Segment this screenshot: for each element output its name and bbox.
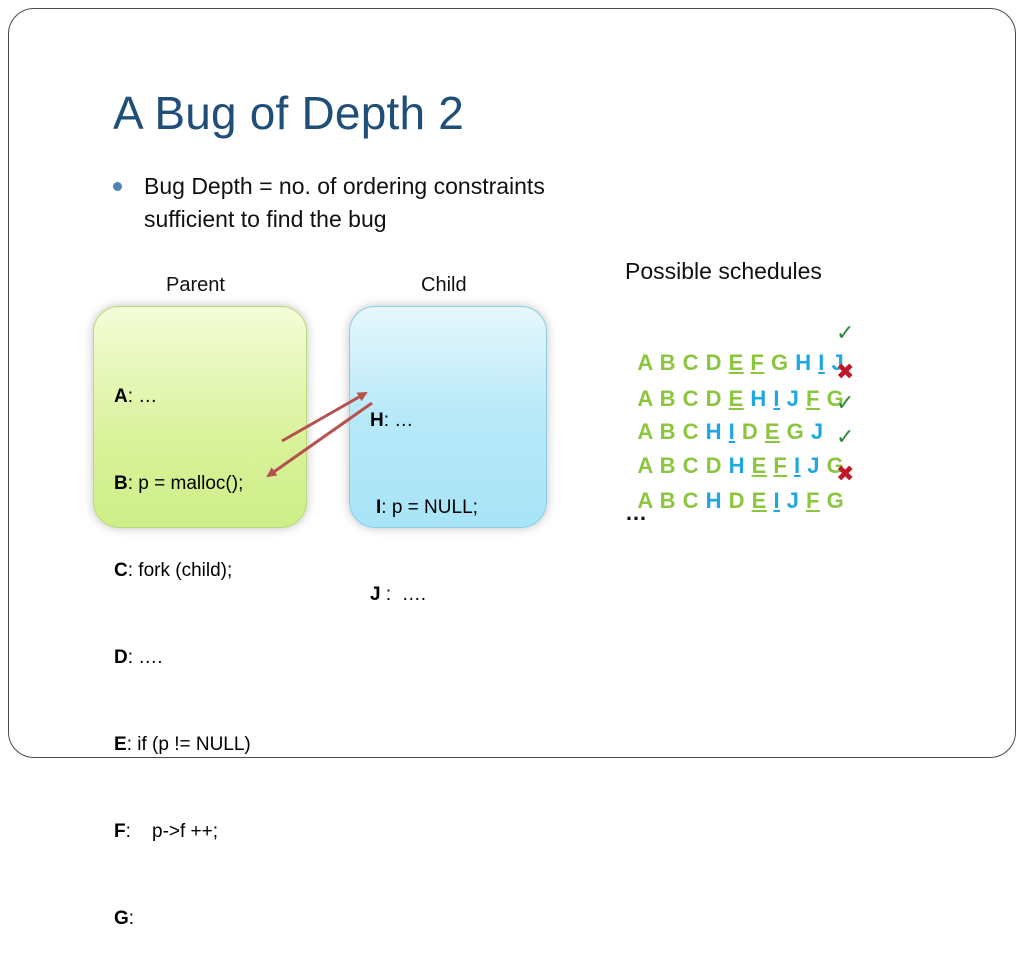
code-line: G: — [114, 908, 135, 929]
code-line: C: fork (child); — [114, 560, 233, 581]
code-line: F: p->f ++; — [114, 821, 219, 842]
child-label: Child — [421, 274, 467, 296]
check-icon: ✓ — [836, 424, 855, 449]
schedule-row: A B C H D E I J F G — [637, 488, 845, 513]
bullet-text: Bug Depth = no. of ordering constraints … — [144, 173, 545, 232]
cross-icon: ✖ — [836, 461, 855, 486]
code-line: I: p = NULL; — [376, 497, 478, 518]
bullet-dot-icon — [113, 182, 122, 191]
schedule-row: A B C D E F G H I J — [637, 350, 845, 375]
slide-title: A Bug of Depth 2 — [113, 87, 465, 139]
cross-icon: ✖ — [836, 359, 855, 384]
schedule-row: A B C H I D E G J — [637, 419, 824, 444]
code-line: A: … — [114, 386, 158, 407]
code-line: E: if (p != NULL) — [114, 734, 251, 755]
check-icon: ✓ — [836, 390, 855, 415]
parent-label: Parent — [166, 274, 225, 296]
code-line: J : …. — [370, 584, 426, 605]
code-line: D: …. — [114, 647, 163, 668]
schedule-row: A B C D E H I J F G — [637, 386, 845, 411]
code-line: B: p = malloc(); — [114, 473, 244, 494]
schedule-row: A B C D H E F I J G — [637, 453, 845, 478]
bullet-item: Bug Depth = no. of ordering constraints … — [113, 170, 633, 236]
child-process-box — [349, 306, 547, 528]
more-schedules-ellipsis: … — [625, 500, 647, 525]
child-code: H: … I: p = NULL; J : …. — [370, 348, 478, 638]
schedules-title: Possible schedules — [625, 258, 822, 284]
check-icon: ✓ — [836, 320, 855, 345]
code-line: H: … — [370, 410, 414, 431]
parent-code: A: … B: p = malloc(); C: fork (child); D… — [114, 324, 251, 962]
